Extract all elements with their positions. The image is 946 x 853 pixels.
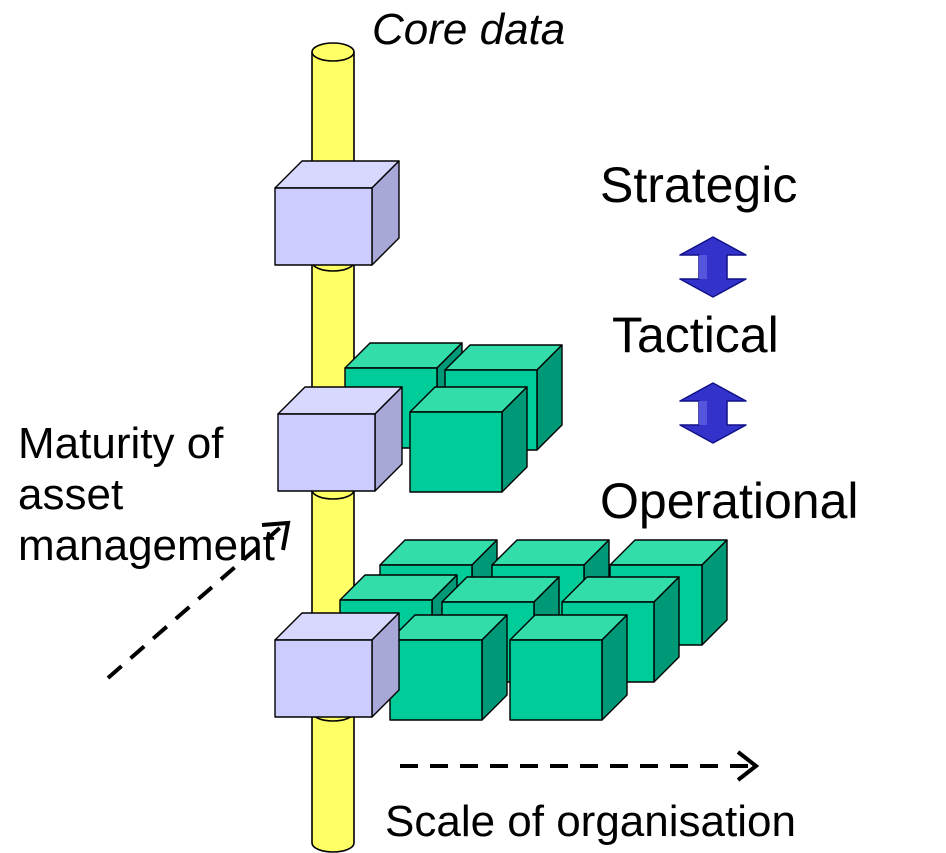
dashed-arrows xyxy=(106,520,760,782)
level-cubes xyxy=(274,160,403,718)
tactical-operational-arrow xyxy=(679,382,747,444)
tactical-label: Tactical xyxy=(612,307,779,363)
green-cube xyxy=(509,614,628,721)
green-cube xyxy=(389,614,508,721)
strategic-cube xyxy=(274,160,400,266)
green-cube xyxy=(409,386,528,493)
scale-label: Scale of organisation xyxy=(385,797,796,846)
strategic-tactical-arrow xyxy=(679,236,747,298)
level-arrows xyxy=(679,236,747,444)
maturity-arrow xyxy=(106,520,291,680)
maturity-label: Maturity of asset management xyxy=(18,419,275,571)
tactical-cube xyxy=(277,386,403,492)
operational-cube xyxy=(274,612,400,718)
scale-arrow xyxy=(400,750,760,782)
core-data-label: Core data xyxy=(372,5,566,54)
operational-label: Operational xyxy=(600,473,859,529)
organisation-cubes xyxy=(339,342,728,721)
spine-segment-bottom xyxy=(311,702,355,853)
strategic-label: Strategic xyxy=(600,157,798,213)
